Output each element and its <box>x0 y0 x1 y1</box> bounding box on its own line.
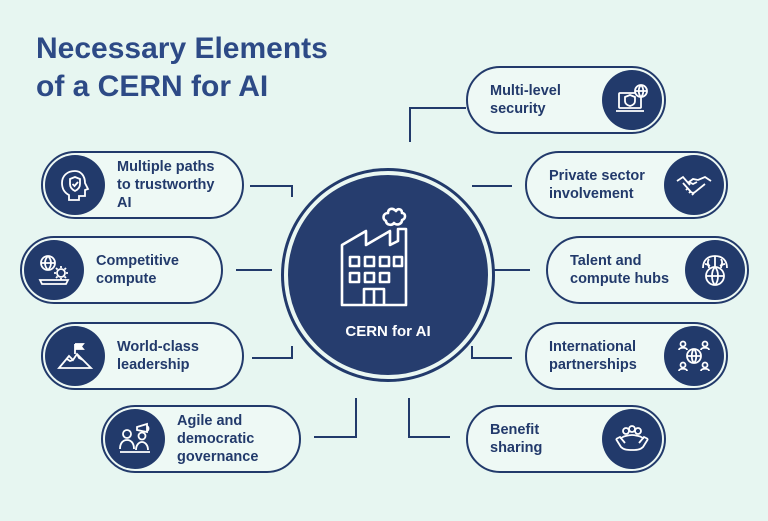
label-line: compute <box>96 271 157 287</box>
label-line: World-class <box>117 339 199 355</box>
brain-globe-icon <box>685 240 745 300</box>
label-line: democratic <box>177 431 255 447</box>
label-line: Multi-level <box>490 83 561 99</box>
pill-international-partnerships: International partnerships <box>525 322 728 390</box>
label-line: partnerships <box>549 357 637 373</box>
brain-shield-icon <box>45 155 105 215</box>
label-line: Private sector <box>549 168 645 184</box>
title-line-2: of a CERN for AI <box>36 70 269 103</box>
label-line: Competitive <box>96 253 179 269</box>
label-line: Talent and <box>570 253 642 269</box>
label-line: sharing <box>490 440 543 456</box>
factory-icon <box>340 207 408 307</box>
pill-label: Agile and democratic governance <box>177 412 258 466</box>
connector-top <box>409 107 466 142</box>
center-label: CERN for AI <box>345 323 431 340</box>
label-line: leadership <box>117 357 190 373</box>
diagram-title: Necessary Elements of a CERN for AI <box>36 30 328 106</box>
pill-label: Multiple paths to trustworthy AI <box>117 158 214 212</box>
connector-leadership <box>252 346 293 359</box>
label-line: Benefit <box>490 422 540 438</box>
hands-people-icon <box>602 409 662 469</box>
pill-competitive-compute: Competitive compute <box>20 236 223 304</box>
pill-multiple-paths: Multiple paths to trustworthy AI <box>41 151 244 219</box>
pill-label: International partnerships <box>549 338 637 374</box>
pill-label: Talent and compute hubs <box>570 252 669 288</box>
label-line: compute hubs <box>570 271 670 287</box>
pill-agile-governance: Agile and democratic governance <box>101 405 301 473</box>
label-line: Multiple paths <box>117 159 215 175</box>
pill-world-class-leadership: World-class leadership <box>41 322 244 390</box>
pill-label: Private sector involvement <box>549 167 645 203</box>
label-line: security <box>490 101 546 117</box>
label-line: to trustworthy <box>117 177 215 193</box>
label-line: International <box>549 339 637 355</box>
globe-people-icon <box>664 326 724 386</box>
pill-benefit-sharing: Benefit sharing <box>466 405 666 473</box>
globe-gear-laptop-icon <box>24 240 84 300</box>
center-hub: CERN for AI <box>284 171 492 379</box>
mountain-flag-icon <box>45 326 105 386</box>
connector-governance <box>314 398 357 438</box>
pill-label: Multi-level security <box>490 82 561 118</box>
pill-label: World-class leadership <box>117 338 199 374</box>
label-line: Agile and <box>177 413 243 429</box>
handshake-icon <box>664 155 724 215</box>
connector-partnerships <box>471 346 512 359</box>
pill-label: Benefit sharing <box>490 421 542 457</box>
laptop-shield-globe-icon <box>602 70 662 130</box>
pill-private-sector: Private sector involvement <box>525 151 728 219</box>
label-line: governance <box>177 449 259 465</box>
pill-talent-compute-hubs: Talent and compute hubs <box>546 236 749 304</box>
label-line: AI <box>117 195 132 211</box>
people-megaphone-icon <box>105 409 165 469</box>
pill-multi-level-security: Multi-level security <box>466 66 666 134</box>
title-line-1: Necessary Elements <box>36 32 328 65</box>
pill-label: Competitive compute <box>96 252 179 288</box>
label-line: involvement <box>549 186 634 202</box>
connector-benefit <box>408 398 450 438</box>
connector-trustworthy <box>250 185 293 197</box>
